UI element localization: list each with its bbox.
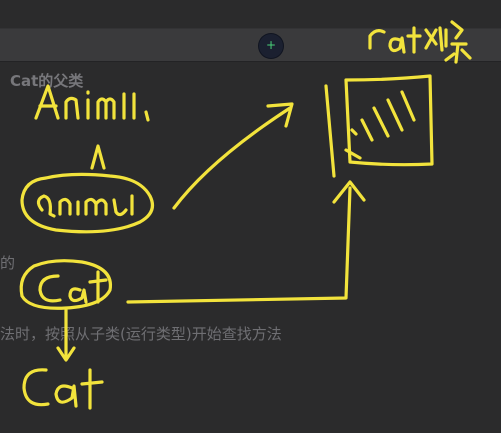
slide-heading: Cat的父类 <box>10 72 84 90</box>
ink-word-animal-top <box>34 84 150 122</box>
ink-arrow-to-object <box>172 102 294 210</box>
ink-arrow-cat-to-object <box>126 180 366 304</box>
ink-circled-animal <box>20 172 154 234</box>
ink-word-cat-bottom <box>22 368 104 410</box>
ink-circled-cat <box>19 259 113 310</box>
ink-arrow-down <box>56 308 76 362</box>
ink-arrow-up-small <box>90 144 106 170</box>
ink-object-box <box>324 74 434 178</box>
slide-fragment: 的 <box>0 254 16 272</box>
ink-word-cat-object <box>368 20 472 64</box>
presentation-toolbar <box>0 28 501 62</box>
slide-bottom-line: 法时，按照从子类(运行类型)开始查找方法 <box>0 325 282 343</box>
crosshair-cursor-icon[interactable]: + <box>259 34 283 58</box>
cursor-glyph: + <box>265 38 277 52</box>
